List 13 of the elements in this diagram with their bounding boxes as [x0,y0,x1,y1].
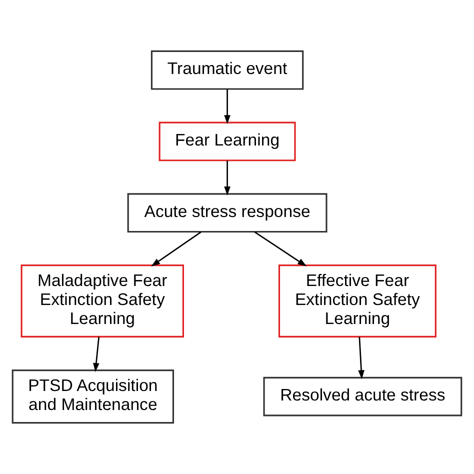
arrow [151,231,202,266]
arrow [224,160,230,196]
node-box: PTSD Acquisition and Maintenance [12,370,174,424]
node-box: Effective Fear Extinction Safety Learning [278,264,436,338]
node-box: Resolved acute stress [263,376,462,416]
node-box: Traumatic event [150,50,304,90]
arrow [254,231,307,266]
arrow [358,336,364,380]
arrow [93,336,100,372]
node-box: Maladaptive Fear Extinction Safety Learning [20,264,184,338]
node-box: Fear Learning [158,122,296,162]
node-box: Acute stress response [127,193,328,233]
arrow [224,89,230,124]
